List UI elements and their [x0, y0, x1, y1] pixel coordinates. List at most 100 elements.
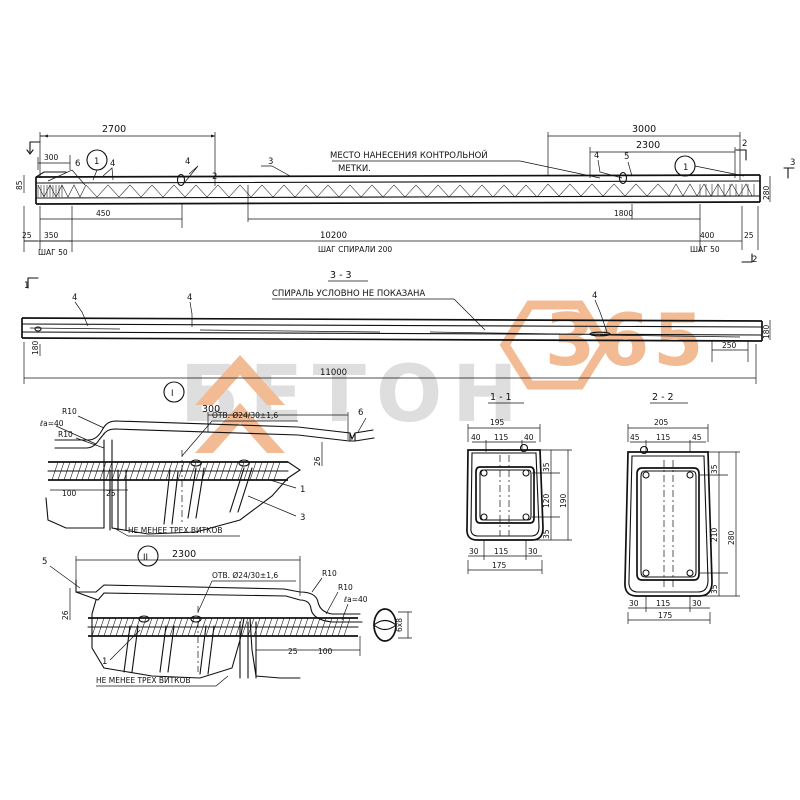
spiral-step-label: ШАГ СПИРАЛИ 200 [318, 245, 392, 254]
detail-I-R10-bot: R10 [58, 430, 105, 449]
section-mark-2-bottom-label: 2 [752, 255, 757, 265]
detail-I-la-label: ℓa=40 [39, 419, 64, 428]
detail-II-marker-label: II [143, 553, 148, 563]
s11-dim-40R-label: 40 [524, 433, 534, 442]
dim-3000: 3000 [547, 124, 741, 180]
section-mark-3-right: 3 [783, 158, 795, 179]
dim-right-small-label: 180 [762, 324, 771, 339]
detail-II-dim-2300-label: 2300 [172, 549, 196, 560]
detail-I-la: ℓa=40 [39, 419, 97, 445]
detail-II-marker-circle [137, 545, 159, 567]
dim-25-right: 25 [741, 206, 759, 250]
s22-dim-115-label: 115 [656, 433, 671, 442]
dim-280-label: 280 [762, 185, 771, 200]
callout-4-s3-label: 4 [592, 291, 597, 301]
detail-II-R10-top: R10 [311, 569, 337, 593]
dim-300-label: 300 [44, 153, 59, 162]
dim-180-label: 180 [31, 340, 40, 355]
callout-4-s2: 4 [187, 293, 192, 327]
detail-II-turns-note: НЕ МЕНЕЕ ТРЕХ ВИТКОВ [96, 675, 229, 687]
callout-4-s1: 4 [72, 293, 89, 327]
detail-II-stirrups [123, 621, 257, 679]
detail-II-R10-bot: R10 [325, 583, 353, 615]
detail-I-callout-3: 3 [247, 495, 305, 523]
s11-dim-195-label: 195 [490, 418, 505, 427]
detail-II-la-label: ℓa=40 [343, 595, 368, 604]
detail-II-R10b-label: R10 [338, 583, 353, 592]
callout-4-s1-label: 4 [72, 293, 77, 303]
detail-I-plate [54, 420, 375, 449]
callout-1-left-circle: 1 [86, 149, 108, 181]
callout-4-left: 4 [102, 159, 115, 181]
detail-I-callout-3-label: 3 [300, 513, 305, 523]
section-mark-3-left: 1 [24, 277, 39, 291]
section-2-2-title: 2 - 2 [652, 392, 674, 403]
callout-6-left: 6 [47, 159, 86, 186]
detail-II-callout-5: 5 [42, 557, 81, 589]
section-mark-2-bottom: 2 [741, 253, 757, 265]
dim-350: 350 [40, 206, 73, 252]
detail-I-callout-1-label: 1 [300, 485, 305, 495]
dim-1800: 1800 [247, 185, 701, 252]
detail-I-callout-6: 6 [357, 408, 367, 433]
s11-inner-rect [475, 466, 535, 524]
section-3-3-title: 3 - 3 [330, 270, 352, 281]
callout-5-right: 5 [624, 152, 633, 177]
s11-dim-30L-label: 30 [469, 547, 479, 556]
section-3-3-bar [21, 317, 763, 342]
s22-dim-row-top: 45 115 45 [630, 433, 706, 452]
detail-II-dim-26-label: 26 [61, 610, 70, 620]
detail-I-dim-100-label: 100 [62, 489, 77, 498]
detail-II-dim-2300: 2300 [75, 549, 301, 596]
detail-II-dim-25-label: 25 [288, 647, 298, 656]
dim-3000-label: 3000 [632, 124, 656, 135]
detail-II-callout-5-label: 5 [42, 557, 47, 567]
s11-corner-bars [480, 443, 530, 521]
section-mark-1-left [26, 141, 41, 155]
note-control-mark: МЕСТО НАНЕСЕНИЯ КОНТРОЛЬНОЙ МЕТКИ. [330, 149, 601, 179]
s11-dim-195: 195 [467, 418, 541, 442]
section-3-3-view: 3 - 3 1 4 [21, 270, 771, 384]
callout-1-right-label: 1 [683, 163, 688, 173]
s11-dim-115b-label: 115 [494, 547, 509, 556]
detail-II-view: II 2300 5 R10 R10 [42, 545, 412, 687]
detail-I-dim-300-label: 300 [202, 404, 220, 415]
dim-2300-top: 2300 [589, 140, 736, 178]
dim-11000-label: 11000 [320, 368, 347, 378]
dim-2700-label: 2700 [102, 124, 126, 135]
s22-dim-45R-label: 45 [692, 433, 702, 442]
detail-II-dim-100: 100 [282, 636, 361, 656]
detail-II-hole-label: ОТВ. Ø24/30±1,6 [212, 571, 278, 580]
s22-corner-bars [639, 445, 694, 577]
detail-I-rebar [47, 459, 289, 481]
detail-II-la: ℓa=40 [341, 595, 368, 621]
s22-inner-rect [636, 467, 700, 581]
s11-dim-bottom: 30 115 30 175 [467, 540, 543, 574]
detail-I-marker-label: I [171, 389, 174, 399]
callout-2-mid-label: 2 [212, 172, 217, 182]
dim-250-right: 250 [711, 340, 749, 362]
section-mark-3-right-label: 3 [790, 158, 795, 168]
s22-dim-205: 205 [627, 418, 709, 442]
callout-3-mid: 3 [261, 157, 291, 177]
s22-dim-right: 35 210 280 35 [700, 451, 740, 597]
detail-I-marker-circle [163, 381, 185, 403]
anchor-loops [176, 171, 628, 187]
s11-dim-right: 35 120 190 35 [532, 449, 572, 541]
detail-I-dim-25-label: 25 [106, 489, 116, 498]
spiral-main [85, 183, 670, 198]
callout-4-right: 4 [594, 151, 623, 179]
detail-I-turns-note: НЕ МЕНЕЕ ТРЕХ ВИТКОВ [113, 526, 240, 537]
callout-4-mid-label: 4 [185, 157, 190, 167]
pile-body [35, 171, 761, 205]
detail-II-R10a-label: R10 [322, 569, 337, 578]
s22-dim-35t-label: 35 [710, 464, 719, 474]
elevation-view: 2700 300 85 [15, 124, 795, 265]
callout-4-right-label: 4 [594, 151, 599, 161]
s11-dim-30R-label: 30 [528, 547, 538, 556]
detail-I-stirrups [109, 467, 253, 531]
note-control-mark-line1: МЕСТО НАНЕСЕНИЯ КОНТРОЛЬНОЙ [330, 149, 488, 161]
s22-dim-210-label: 210 [710, 527, 719, 542]
dim-400: 400 ШАГ 50 [690, 231, 720, 254]
